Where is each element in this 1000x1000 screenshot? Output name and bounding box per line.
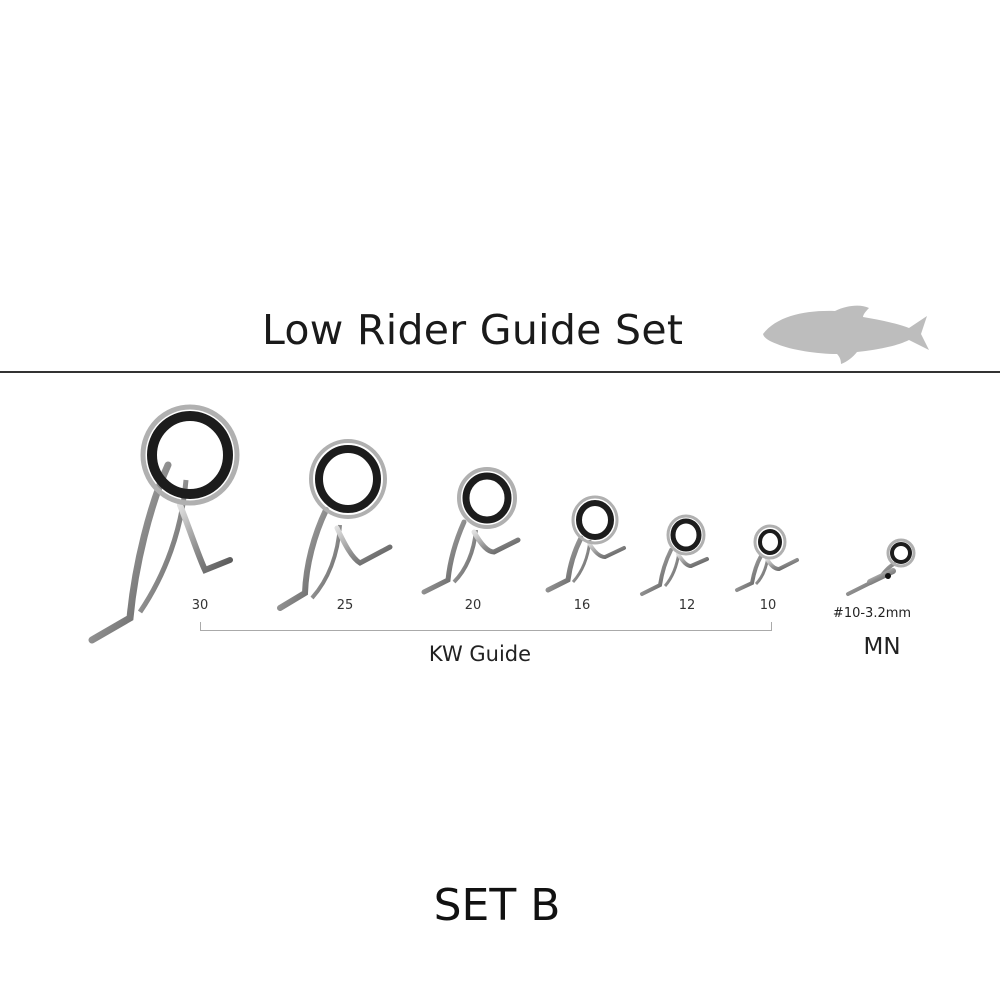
guide-20-image: [421, 467, 521, 595]
mn-tip-image: [846, 538, 916, 596]
size-label-12: 12: [678, 598, 696, 613]
guide-12-image: [640, 514, 709, 596]
mn-size-label: #10-3.2mm: [832, 606, 912, 621]
guide-illustrations: [88, 404, 916, 644]
kw-group-label: KW Guide: [428, 642, 532, 666]
size-label-16: 16: [573, 598, 591, 613]
size-label-10: 10: [759, 598, 777, 613]
page-title: Low Rider Guide Set: [262, 306, 684, 354]
guide-30-image: [88, 404, 240, 644]
guide-25-image: [277, 439, 393, 611]
divider-line: [0, 371, 1000, 373]
set-label: SET B: [433, 880, 561, 931]
size-label-30: 30: [191, 598, 209, 613]
fish-icon: [763, 305, 929, 364]
kw-group-bracket: [200, 622, 772, 631]
guide-16-image: [545, 495, 626, 593]
guide-10-image: [735, 524, 799, 592]
mn-group-label: MN: [863, 634, 901, 660]
size-label-20: 20: [464, 598, 482, 613]
size-label-25: 25: [336, 598, 354, 613]
